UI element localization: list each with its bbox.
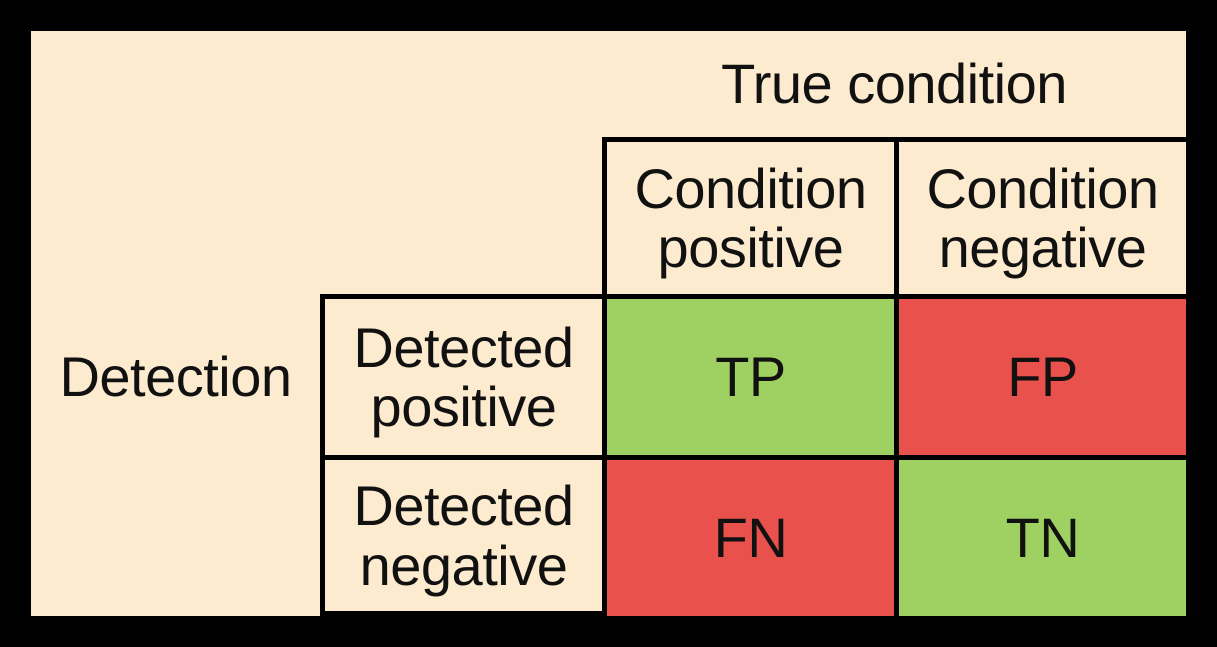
cell-true-positive: TP [602, 294, 894, 455]
row-header-detected-negative-text: Detected negative [353, 474, 574, 597]
cell-false-negative-text: FN [713, 506, 788, 570]
row-axis-label: Detection [31, 137, 320, 616]
column-axis-label: True condition [602, 31, 1186, 137]
row-header-detected-positive: Detected positive [320, 294, 602, 455]
column-header-condition-negative: Condition negative [894, 137, 1186, 294]
cell-false-positive: FP [894, 294, 1186, 455]
cell-true-positive-text: TP [715, 345, 786, 409]
column-header-condition-positive: Condition positive [602, 137, 894, 294]
row-axis-label-text: Detection [59, 344, 292, 408]
matrix-canvas: True condition Condition positive Condit… [31, 31, 1186, 616]
cell-true-negative: TN [894, 455, 1186, 616]
column-axis-label-text: True condition [721, 52, 1067, 116]
column-header-condition-positive-text: Condition positive [634, 156, 867, 279]
column-header-condition-negative-text: Condition negative [926, 156, 1159, 279]
row-header-detected-negative: Detected negative [320, 455, 602, 616]
matrix-corner-blank [31, 31, 602, 137]
cell-false-positive-text: FP [1007, 345, 1078, 409]
row-header-detected-positive-text: Detected positive [353, 315, 574, 438]
cell-false-negative: FN [602, 455, 894, 616]
cell-true-negative-text: TN [1005, 506, 1080, 570]
